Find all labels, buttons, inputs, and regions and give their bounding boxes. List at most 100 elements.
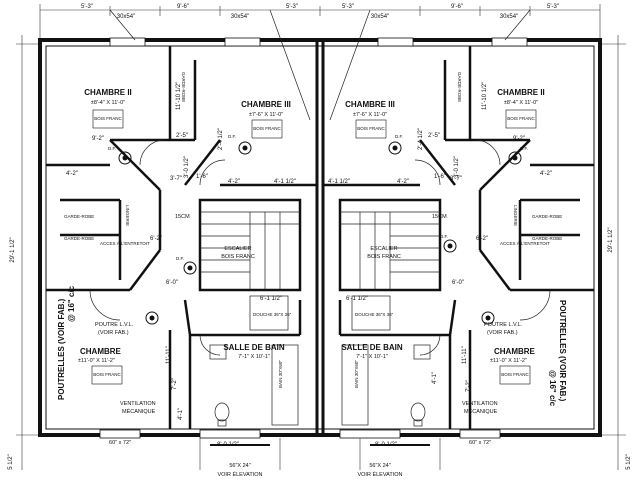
acces-entretoit-right: ACCES À L'ENTRETOIT	[500, 240, 550, 246]
poutrelles-left-spacing: @ 16" c/c	[67, 285, 76, 322]
right-interior-walls	[323, 46, 594, 429]
win-bottom-right: 60" x 72"	[469, 440, 491, 446]
exterior-walls	[38, 38, 602, 437]
lingerie-right: LINGERIE	[513, 205, 518, 226]
bottom-side-dim-left: 5 1/2"	[8, 454, 14, 469]
df-label-1: D.F.	[108, 146, 116, 151]
dim-6-1h-left: 6'-1 1/2"	[260, 296, 282, 302]
window-top-4: 30x54"	[500, 14, 518, 20]
dim-8-0h-right: 8'-0 1/2"	[375, 442, 397, 448]
ventilation-right: VENTILATION	[462, 401, 498, 407]
room-name-chambre2-right: CHAMBRE II	[497, 88, 545, 97]
garde-robe-left-3: GARDE-ROBE	[181, 72, 186, 102]
bottom-side-dim-right: 5 1/2"	[626, 454, 632, 469]
dim-1-6-right: 1'-6"	[434, 174, 446, 180]
dim-4-1-left: 4'-1"	[178, 408, 184, 420]
light-fixtures	[118, 141, 522, 325]
bain-right: BAIN 30"X60"	[354, 360, 359, 388]
garde-robe-right-3: GARDE-ROBE	[457, 72, 462, 102]
room-name-chambre-left: CHAMBRE	[80, 347, 122, 356]
room-name-sdb-right: SALLE DE BAIN	[341, 343, 403, 352]
room-floor-chambre3-left: BOIS FRANC	[253, 126, 281, 131]
room-floor-chambre-right: BOIS FRANC	[501, 372, 529, 377]
dim-3-7-left: 3'-7"	[170, 176, 182, 182]
window-top-2: 30x54"	[231, 14, 249, 20]
top-dimension-line	[39, 4, 601, 40]
room-size-chambre3-left: ±7'-6" X 11'-0"	[249, 112, 283, 118]
douche-left: DOUCHE 36"X 36"	[253, 312, 292, 317]
dim-2-5-left: 2'-5"	[176, 133, 188, 139]
dim-9-2-right: 9'-2"	[513, 136, 525, 142]
poutre-left-fab: (VOIR FAB.)	[98, 330, 129, 336]
room-name-sdb-left: SALLE DE BAIN	[223, 343, 285, 352]
top-dim-1: 5'-3"	[81, 4, 93, 10]
stair-floor-right: BOIS FRANC	[367, 254, 401, 260]
poutre-right: POUTRE L.V.L.	[484, 322, 523, 328]
room-name-chambre2-left: CHAMBRE II	[84, 88, 132, 97]
room-size-chambre2-left: ±8'-4" X 11'-0"	[91, 100, 125, 106]
room-size-chambre2-right: ±8'-4" X 11'-0"	[504, 100, 538, 106]
dim-4-2-right: 4'-2"	[540, 171, 552, 177]
douche-right: DOUCHE 36"X 36"	[355, 312, 394, 317]
room-floor-chambre3-right: BOIS FRANC	[357, 126, 385, 131]
room-name-chambre3-left: CHAMBRE III	[241, 100, 291, 109]
room-name-chambre-right: CHAMBRE	[494, 347, 536, 356]
poutrelles-left: POUTRELLES (VOIR FAB.)	[57, 298, 66, 400]
dim-9-2-left: 9'-2"	[92, 136, 104, 142]
dim-6-0-right: 6'-0"	[452, 280, 464, 286]
stair-label-left: ESCALIER	[224, 246, 251, 252]
top-dim-5: 9'-6"	[451, 4, 463, 10]
garde-robe-left-2: GARDE-ROBE	[64, 236, 94, 241]
poutrelles-right: POUTRELLES (VOIR FAB.)	[558, 300, 567, 402]
dim-6-0-left: 6'-0"	[166, 280, 178, 286]
room-size-sdb-right: 7'-1" X 10'-1"	[356, 354, 388, 360]
dim-11-11-left: 11'-11"	[166, 346, 172, 364]
mecanique-right: MÉCANIQUE	[464, 408, 498, 415]
overall-dim-left: 29'-1 1/2"	[10, 237, 16, 262]
df-label-6: D.F.	[440, 234, 448, 239]
overall-dim-right: 29'-1 1/2"	[608, 227, 614, 252]
df-label-3: D.F.	[176, 256, 184, 261]
ventilation-left: VENTILATION	[120, 401, 156, 407]
dim-4-2-left-2: 4'-2"	[228, 179, 240, 185]
dim-4-2-left: 4'-2"	[66, 171, 78, 177]
dim-2-5-right: 2'-5"	[428, 133, 440, 139]
reference-lines	[109, 9, 531, 121]
voir-elevation-left: VOIR ÉLEVATION	[217, 471, 262, 478]
room-size-chambre-right: ±11'-0" X 11'-2"	[490, 358, 527, 364]
room-size-chambre-left: ±11'-0" X 11'-2"	[78, 358, 115, 364]
df-label-2: D.F.	[228, 134, 236, 139]
win-bottom-center-right: 56"X 24"	[369, 463, 390, 469]
dim-8-0h-left: 8'-0 1/2"	[217, 442, 239, 448]
dim-6-2-left: 6'-2"	[150, 236, 162, 242]
win-bottom-left: 60" x 72"	[109, 440, 131, 446]
top-dim-4: 5'-3"	[342, 4, 354, 10]
top-dim-2: 9'-6"	[177, 4, 189, 10]
dim-4-1h-right: 4'-1 1/2"	[328, 179, 350, 185]
df-label-5: D.F.	[520, 146, 528, 151]
bath-fixtures	[209, 295, 431, 427]
poutre-left: POUTRE L.V.L.	[95, 322, 134, 328]
top-dim-6: 5'-3"	[547, 4, 559, 10]
stair-label-right: ESCALIER	[370, 246, 397, 252]
stair-floor-left: BOIS FRANC	[221, 254, 255, 260]
dim-7-2-left: 7'-2"	[172, 378, 178, 390]
cm15-right: 15CM	[432, 214, 447, 220]
voir-elevation-right: VOIR ÉLEVATION	[357, 471, 402, 478]
garde-robe-right: GARDE-ROBE	[532, 214, 562, 219]
dim-1-6-left: 1'-6"	[196, 174, 208, 180]
dim-2-4h-right: 2'-4 1/2"	[418, 128, 424, 150]
dim-4-1-right: 4'-1"	[432, 372, 438, 384]
dim-6-1h-right: 6'-1 1/2"	[346, 296, 368, 302]
dim-2-4h-left: 2'-4 1/2"	[218, 128, 224, 150]
top-windows	[99, 37, 528, 439]
room-size-chambre3-right: ±7'-6" X 11'-0"	[353, 112, 387, 118]
dim-3-0h-left: 3'-0 1/2"	[184, 156, 190, 178]
dim-6-2-right: 6'-2"	[476, 236, 488, 242]
room-name-chambre3-right: CHAMBRE III	[345, 100, 395, 109]
dim-3-0h-right: 3'-0 1/2"	[454, 156, 460, 178]
left-interior-walls	[46, 46, 317, 429]
dim-11-10h-left: 11'-10 1/2"	[176, 82, 182, 110]
dim-11-10h-right: 11'-10 1/2"	[482, 82, 488, 110]
